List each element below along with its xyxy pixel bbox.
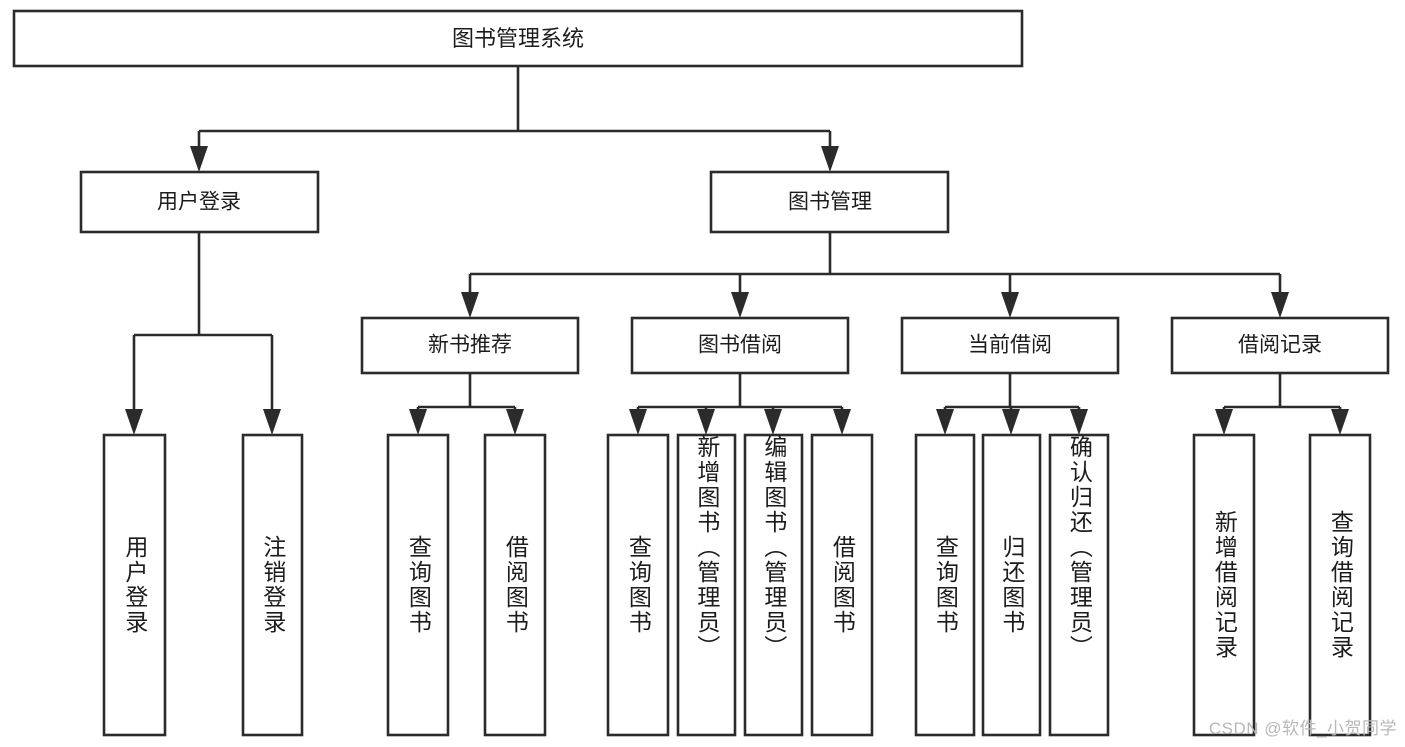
connector-root-to-level2 bbox=[190, 66, 839, 172]
leaf-box-query-record[interactable] bbox=[1308, 433, 1372, 737]
connector-bookborrow-to-leaves bbox=[629, 373, 851, 435]
node-book-manage-label: 图书管理 bbox=[788, 191, 872, 214]
node-current-borrow[interactable]: 当前借阅 bbox=[900, 316, 1120, 375]
leaf-box-return-book[interactable] bbox=[981, 433, 1042, 737]
watermark-text: CSDN @软件_小贺同学 bbox=[1208, 719, 1397, 738]
node-root-label: 图书管理系统 bbox=[452, 26, 584, 51]
leaf-box-edit-book[interactable] bbox=[743, 433, 804, 737]
node-new-book-recommend-label: 新书推荐 bbox=[428, 334, 512, 357]
connector-userlogin-to-leaves bbox=[125, 232, 281, 435]
leaf-box-borrow-book-1[interactable] bbox=[483, 433, 547, 737]
node-current-borrow-label: 当前借阅 bbox=[968, 334, 1052, 357]
node-book-borrow[interactable]: 图书借阅 bbox=[630, 316, 850, 375]
connector-borrowrecord-to-leaves bbox=[1215, 373, 1349, 435]
leaf-box-query-book-2[interactable] bbox=[606, 433, 670, 737]
leaf-box-add-record[interactable] bbox=[1192, 433, 1256, 737]
node-book-manage[interactable]: 图书管理 bbox=[709, 170, 950, 234]
node-borrow-record[interactable]: 借阅记录 bbox=[1170, 316, 1390, 375]
node-user-login[interactable]: 用户登录 bbox=[79, 170, 320, 234]
leaf-box-borrow-book-2[interactable] bbox=[810, 433, 874, 737]
connector-currentborrow-to-leaves bbox=[936, 373, 1088, 435]
leaf-box-user-logout[interactable] bbox=[241, 433, 304, 737]
leaf-box-query-book-1[interactable] bbox=[386, 433, 450, 737]
node-borrow-record-label: 借阅记录 bbox=[1238, 334, 1322, 357]
leaf-boxes bbox=[102, 433, 1372, 737]
leaf-box-confirm-return[interactable] bbox=[1048, 433, 1110, 737]
node-new-book-recommend[interactable]: 新书推荐 bbox=[360, 316, 580, 375]
leaf-box-user-login[interactable] bbox=[102, 433, 167, 737]
leaf-box-query-book-3[interactable] bbox=[914, 433, 976, 737]
connector-bookmanage-to-level3 bbox=[461, 232, 1289, 318]
node-user-login-label: 用户登录 bbox=[157, 191, 241, 214]
leaf-box-add-book[interactable] bbox=[676, 433, 737, 737]
node-book-borrow-label: 图书借阅 bbox=[698, 334, 782, 357]
connector-newbook-to-leaves bbox=[409, 373, 524, 435]
node-root[interactable]: 图书管理系统 bbox=[12, 9, 1024, 68]
